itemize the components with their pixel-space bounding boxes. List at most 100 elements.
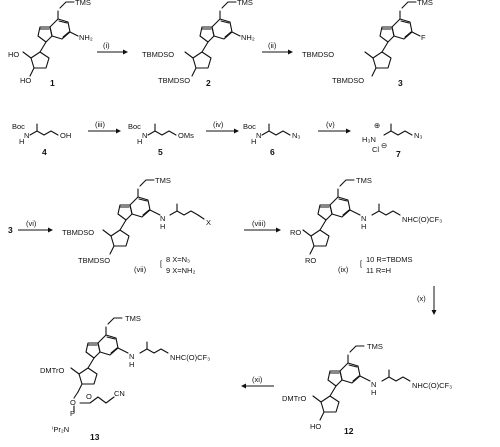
compound-number: 12 [344, 426, 354, 436]
reaction-arrow-i: (i) [97, 41, 128, 55]
fluoro-label: F [421, 33, 426, 42]
reaction-arrow-vi: (vi) [18, 219, 53, 233]
compound-number: 2 [206, 78, 211, 88]
hydroxyl-label: OH [60, 131, 71, 140]
compound-10-11: TMS N H NHC(O)CF₃ RO RO [ 10 R=TBDMS 11 … [290, 176, 442, 275]
compound-5: Boc H N OMs 5 [128, 122, 194, 157]
minus-charge: ⊖ [381, 141, 387, 150]
reagent-label: (x) [417, 294, 426, 303]
tbmdso-label: TBMDSO [302, 50, 334, 59]
compound-7: H₃N ⊕ Cl ⊖ N₃ 7 [362, 121, 422, 159]
diisopropylamino-label: ⁱPr₂N [52, 425, 69, 434]
reaction-arrow-iv: (iv) [206, 120, 239, 134]
tbmdso-3-label: TBMDSO [158, 76, 190, 85]
reagent-label: (iv) [213, 120, 224, 129]
tms-label: TMS [367, 342, 383, 351]
reagent-label: (ii) [268, 41, 277, 50]
compound-6: Boc H N N₃ 6 [243, 122, 300, 157]
compound-number: 5 [158, 147, 163, 157]
azide-label: N₃ [414, 131, 422, 140]
reaction-arrow-xi: (xi) [241, 375, 274, 389]
compound-11-label: 11 R=H [366, 266, 391, 275]
nh-label: N [129, 352, 134, 361]
trifluoroacetamide-label: NHC(O)CF₃ [170, 353, 210, 362]
ammonium-label: H₃N [362, 135, 376, 144]
trifluoroacetamide-label: NHC(O)CF₃ [402, 215, 442, 224]
trifluoroacetamide-label: NHC(O)CF₃ [412, 381, 452, 390]
reagent-label: (viii) [252, 219, 266, 228]
mesylate-label: OMs [178, 131, 194, 140]
nh-label: H [251, 137, 256, 146]
hydroxyl-3-label: HO [310, 422, 321, 431]
n-label: N [24, 131, 29, 140]
nh-label: H [361, 222, 366, 231]
compound-1: TMS NH₂ HO HO 1 [8, 0, 93, 88]
compound-8-9: TMS N H X TBMDSO TBMDSO [ 8 X=N₃ 9 X=NH₂ [62, 176, 211, 275]
compound-12: TMS N H NHC(O)CF₃ DMTrO HO 12 [282, 342, 452, 436]
hydroxyl-3-label: HO [20, 76, 31, 85]
tms-label: TMS [75, 0, 91, 7]
compound-13: TMS N H NHC(O)CF₃ DMTrO O P O CN ⁱPr₂N 1… [40, 314, 210, 442]
compound-number: 7 [396, 149, 401, 159]
n-label: N [256, 131, 261, 140]
boc-label: Boc [12, 122, 25, 131]
nh-label: N [160, 214, 165, 223]
compound-number: 4 [42, 147, 47, 157]
compound-number: 6 [270, 147, 275, 157]
nh-label: H [19, 137, 24, 146]
compound-number: 1 [50, 78, 55, 88]
tbmdso-label: TBMDSO [62, 228, 94, 237]
compound-2: TMS NH₂ TBMDSO TBMDSO 2 [142, 0, 255, 88]
reagent-label: (v) [326, 120, 335, 129]
tms-label: TMS [356, 176, 372, 185]
nitrile-label: CN [114, 389, 125, 398]
tbmdso-3-label: TBMDSO [78, 256, 110, 265]
tbmdso-3-label: TBMDSO [332, 76, 364, 85]
ro-3-label: RO [305, 256, 316, 265]
hydroxyl-label: HO [8, 50, 19, 59]
compound-4: Boc H N OH 4 [12, 122, 71, 157]
compound-number: 3 [398, 78, 403, 88]
compound-8-label: 8 X=N₃ [166, 255, 190, 264]
azide-label: N₃ [292, 131, 300, 140]
nh-label: N [361, 214, 366, 223]
plus-charge: ⊕ [374, 121, 380, 130]
x-label: X [206, 218, 211, 227]
tbmdso-label: TBMDSO [142, 50, 174, 59]
compound-9-label: 9 X=NH₂ [166, 266, 195, 275]
reaction-arrow-v: (v) [318, 120, 351, 134]
bracket: [ [360, 259, 363, 268]
boc-label: Boc [128, 122, 141, 131]
n-label: N [142, 131, 147, 140]
nh-label: H [137, 137, 142, 146]
nh-label: H [160, 222, 165, 231]
reaction-arrow-viii: (viii) [244, 219, 281, 233]
reagent-label: (vii) [134, 265, 147, 274]
reagent-label: (ix) [338, 265, 349, 274]
compound-3: TMS F TBMDSO TBMDSO 3 [302, 0, 433, 88]
compound-3-reference: 3 [8, 225, 13, 235]
nh-label: H [129, 360, 134, 369]
amine-label: NH₂ [241, 33, 255, 42]
compound-10-label: 10 R=TBDMS [366, 255, 412, 264]
reagent-label: (i) [103, 41, 110, 50]
chloride-label: Cl [372, 145, 379, 154]
reagent-label: (xi) [252, 375, 263, 384]
o-label: O [70, 398, 76, 407]
nh-label: H [371, 388, 376, 397]
reaction-arrow-ii: (ii) [262, 41, 293, 55]
reaction-arrow-iii: (iii) [88, 120, 121, 134]
tms-label: TMS [125, 314, 141, 323]
compound-number: 13 [90, 432, 100, 442]
o-chain-label: O [86, 392, 92, 401]
amine-label: NH₂ [79, 33, 93, 42]
tms-label: TMS [155, 176, 171, 185]
ro-label: RO [290, 228, 301, 237]
reagent-label: (iii) [95, 120, 105, 129]
bracket: [ [160, 259, 163, 268]
reagent-label: (vi) [26, 219, 37, 228]
reaction-arrow-x: (x) [417, 286, 437, 315]
dmtro-label: DMTrO [282, 394, 306, 403]
tms-label: TMS [237, 0, 253, 7]
